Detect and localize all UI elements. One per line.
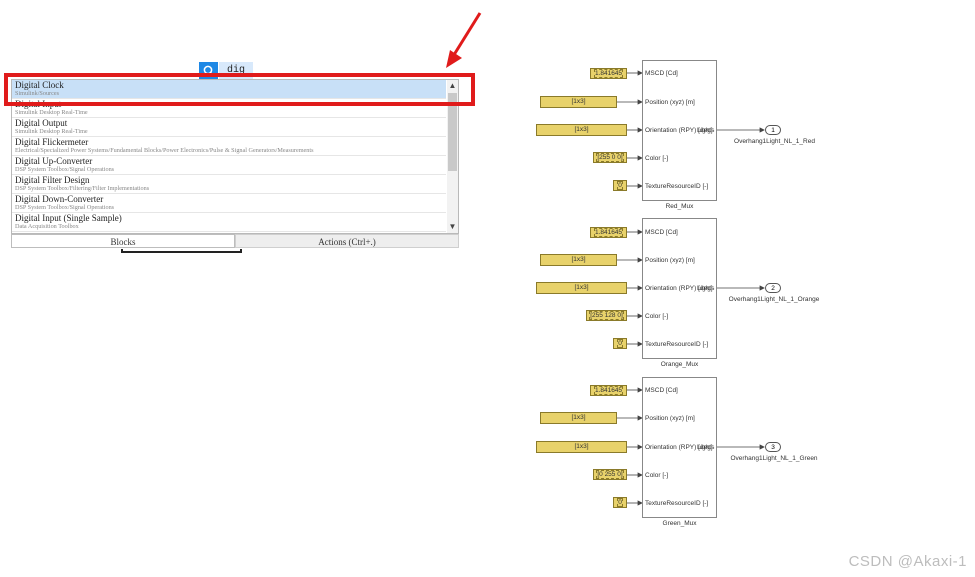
output-port-label: Lights xyxy=(697,285,715,292)
scroll-down-icon[interactable]: ▼ xyxy=(448,222,457,231)
port-label: Position (xyz) [m] xyxy=(645,99,695,106)
mux-block[interactable] xyxy=(642,218,717,359)
constant-block[interactable]: [1x3] xyxy=(536,441,627,453)
list-item[interactable]: Digital Output Simulink Desktop Real-Tim… xyxy=(12,118,446,137)
output-port-label: Lights xyxy=(697,444,715,451)
port-label: Position (xyz) [m] xyxy=(645,415,695,422)
list-item[interactable]: Digital Input (Single Sample) Data Acqui… xyxy=(12,213,446,232)
scrollbar-thumb[interactable] xyxy=(448,93,457,171)
block-name: Orange_Mux xyxy=(660,361,699,368)
list-item[interactable]: Digital Flickermeter Electrical/Speciali… xyxy=(12,137,446,156)
constant-block[interactable]: [255 0 0] xyxy=(593,152,627,163)
outport-name: Overhang1Light_NL_1_Green xyxy=(730,455,818,462)
highlight-box xyxy=(4,73,475,106)
constant-block[interactable]: 1.841645 xyxy=(590,68,627,79)
mux-block[interactable] xyxy=(642,377,717,518)
port-label: Orientation (RPY) [deg] xyxy=(645,444,713,451)
block-name: Green_Mux xyxy=(662,520,697,527)
port-label: TextureResourceID [-] xyxy=(645,500,709,507)
port-label: MSCD [Cd] xyxy=(645,229,678,236)
tab-underline xyxy=(121,249,242,253)
list-item[interactable]: Digital Down-Converter DSP System Toolbo… xyxy=(12,194,446,213)
constant-block[interactable]: [1x3] xyxy=(536,282,627,294)
port-label: Orientation (RPY) [deg] xyxy=(645,127,713,134)
block-name: Red_Mux xyxy=(665,203,694,210)
constant-block[interactable]: 1.841645 xyxy=(590,227,627,238)
port-label: TextureResourceID [-] xyxy=(645,183,709,190)
tab-blocks[interactable]: Blocks xyxy=(11,234,235,248)
port-label: Color [-] xyxy=(645,313,669,320)
constant-block[interactable]: 0 xyxy=(613,180,627,191)
list-item[interactable]: Digital Filter Design DSP System Toolbox… xyxy=(12,175,446,194)
constant-block[interactable]: 1.841645 xyxy=(590,385,627,396)
list-item[interactable]: Digital Up-Converter DSP System Toolbox/… xyxy=(12,156,446,175)
outport-block[interactable]: 1 xyxy=(765,125,781,135)
port-label: Color [-] xyxy=(645,155,669,162)
tab-actions[interactable]: Actions (Ctrl+.) xyxy=(235,234,459,248)
scroll-up-icon[interactable]: ▲ xyxy=(448,81,457,90)
constant-block[interactable]: [255 128 0] xyxy=(586,310,627,321)
constant-block[interactable]: [1x3] xyxy=(540,96,617,108)
output-port-label: Lights xyxy=(697,127,715,134)
outport-name: Overhang1Light_NL_1_Orange xyxy=(728,296,820,303)
port-label: Position (xyz) [m] xyxy=(645,257,695,264)
constant-block[interactable]: [1x3] xyxy=(540,254,617,266)
port-label: Color [-] xyxy=(645,472,669,479)
constant-block[interactable]: [0 255 0] xyxy=(593,469,627,480)
annotation-arrow xyxy=(446,12,482,68)
outport-name: Overhang1Light_NL_1_Red xyxy=(734,138,815,145)
outport-block[interactable]: 2 xyxy=(765,283,781,293)
port-label: MSCD [Cd] xyxy=(645,387,678,394)
outport-block[interactable]: 3 xyxy=(765,442,781,452)
watermark: CSDN @Akaxi-1 xyxy=(848,553,967,570)
constant-block[interactable]: 0 xyxy=(613,497,627,508)
port-label: Orientation (RPY) [deg] xyxy=(645,285,713,292)
mux-block[interactable] xyxy=(642,60,717,201)
constant-block[interactable]: [1x3] xyxy=(536,124,627,136)
constant-block[interactable]: 0 xyxy=(613,338,627,349)
constant-block[interactable]: [1x3] xyxy=(540,412,617,424)
list-item[interactable]: Digital Clock Simulink/Sources xyxy=(12,80,446,99)
port-label: TextureResourceID [-] xyxy=(645,341,709,348)
port-label: MSCD [Cd] xyxy=(645,70,678,77)
